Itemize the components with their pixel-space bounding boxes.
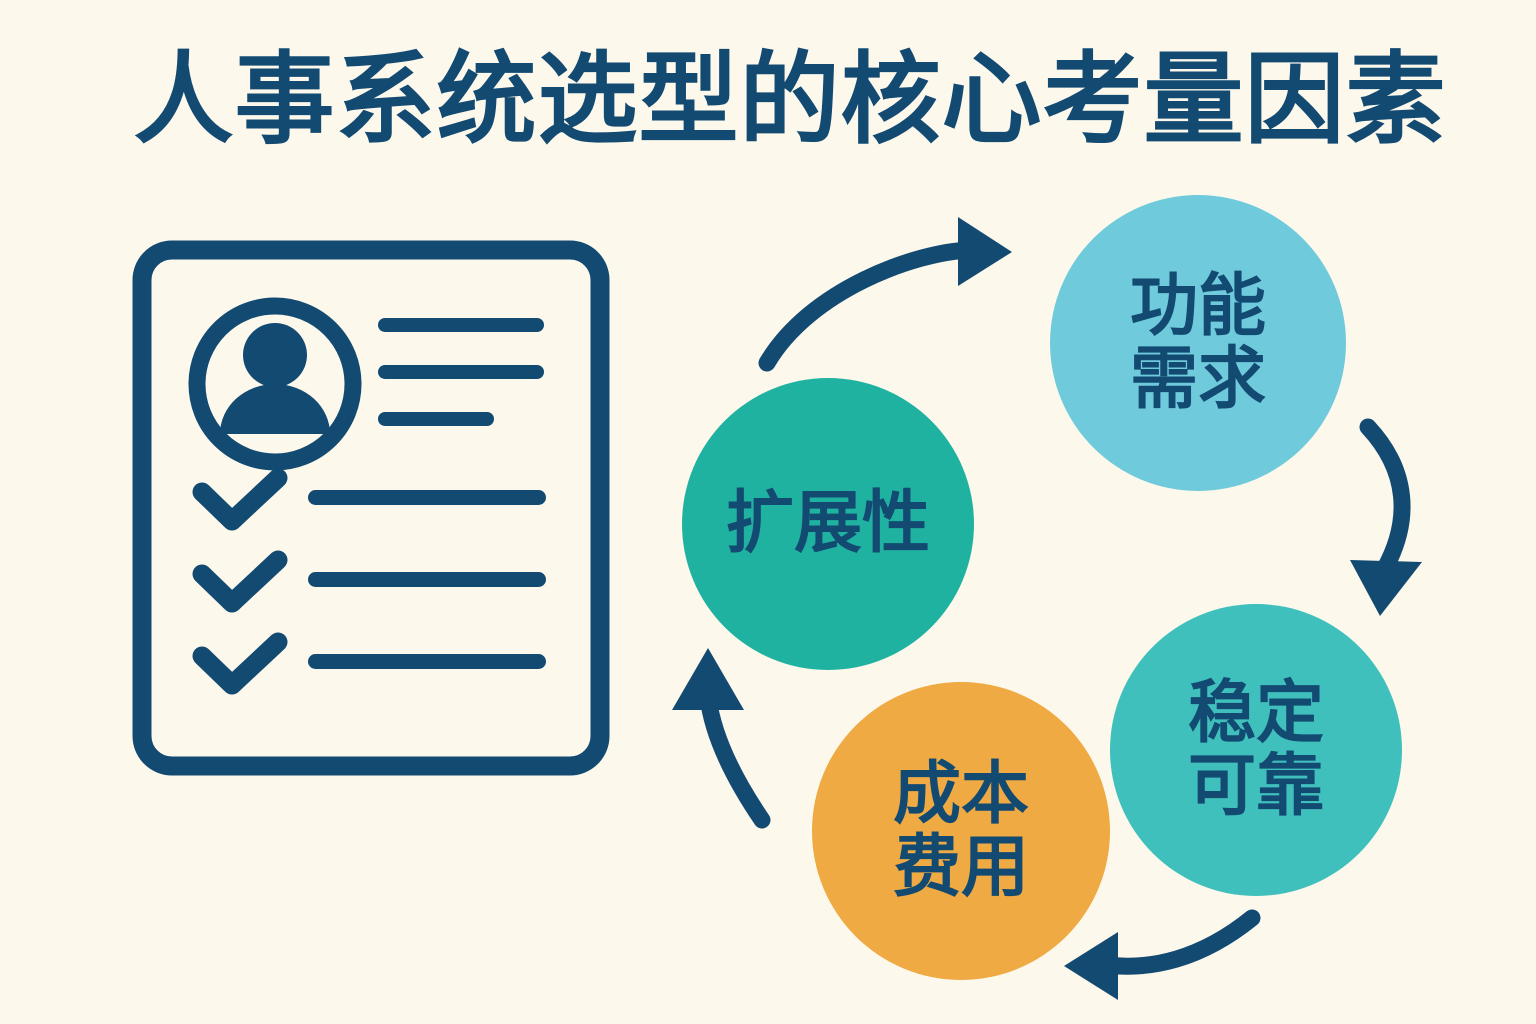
card-list-line-1 <box>308 490 546 505</box>
arrow-function-to-stability <box>1350 418 1422 616</box>
cycle-arrow-layer <box>672 217 1422 1000</box>
arrow-stability-to-cost <box>1064 909 1261 1000</box>
card-header-line-1 <box>378 318 544 332</box>
page-title: 人事系统选型的核心考量因素 <box>133 41 1447 158</box>
cycle-node-stability-line-1: 稳定 <box>1187 673 1324 753</box>
card-list-line-2 <box>308 572 546 587</box>
card-list-line-3 <box>308 654 546 669</box>
consideration-cycle-diagram: 功能 需求 稳定 可靠 成本 费用 扩展性 <box>640 170 1536 1024</box>
cycle-node-scalability[interactable]: 扩展性 <box>682 378 974 670</box>
employee-record-card-icon <box>130 238 612 778</box>
card-header-line-2 <box>378 365 544 379</box>
cycle-node-cost-line-1: 成本 <box>892 754 1029 834</box>
check-icon-3 <box>192 632 288 695</box>
cycle-node-function[interactable]: 功能 需求 <box>1050 195 1346 491</box>
cycle-node-cost-line-2: 费用 <box>892 828 1029 907</box>
cycle-node-stability-line-2: 可靠 <box>1187 747 1324 826</box>
cycle-node-function-line-2: 需求 <box>1129 340 1266 419</box>
check-icon-1 <box>192 468 288 531</box>
arrow-cost-to-scalability <box>672 648 771 829</box>
check-icon-2 <box>192 550 288 613</box>
employee-record-card-svg <box>132 240 610 776</box>
arrow-scalability-to-function <box>758 217 1012 372</box>
cycle-node-function-line-1: 功能 <box>1129 266 1266 346</box>
cycle-node-cost[interactable]: 成本 费用 <box>812 682 1110 980</box>
cycle-node-scalability-line-1: 扩展性 <box>725 484 930 564</box>
card-outline <box>132 240 610 776</box>
card-header-line-3 <box>378 412 494 426</box>
cycle-node-stability[interactable]: 稳定 可靠 <box>1110 604 1402 896</box>
person-avatar-icon <box>188 297 362 471</box>
